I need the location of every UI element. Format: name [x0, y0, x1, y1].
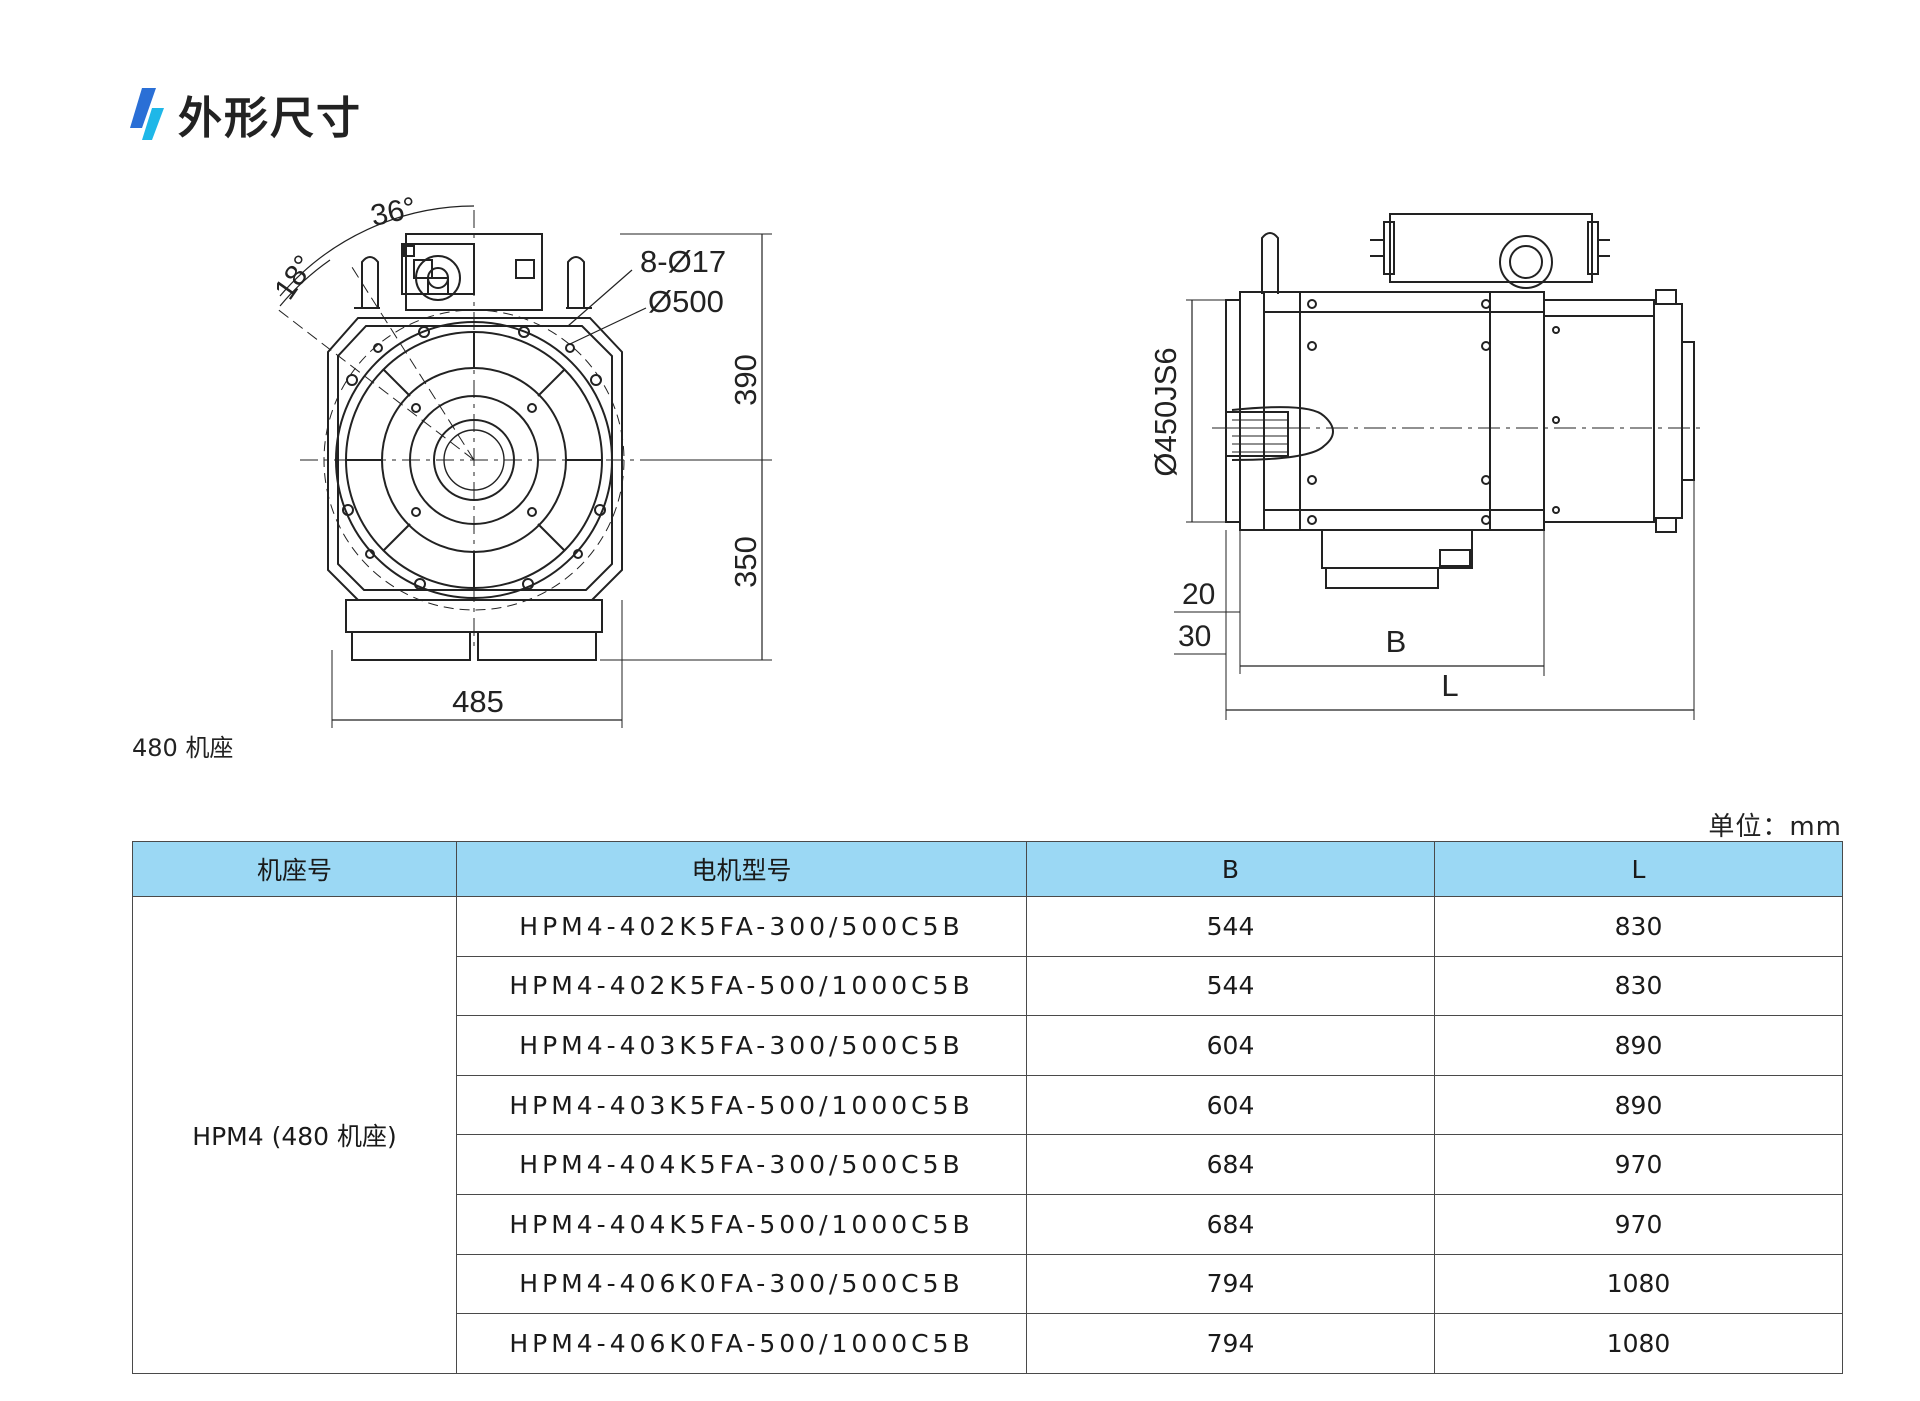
l-cell: 890 — [1434, 1074, 1843, 1136]
pcd-label: Ø500 — [648, 284, 724, 319]
b-cell: 544 — [1026, 896, 1435, 957]
b-cell: 604 — [1026, 1074, 1435, 1136]
table-row: HPM4-406K0FA-500/1000C5B 794 1080 — [133, 1313, 1843, 1374]
height-top-label: 390 — [728, 354, 763, 406]
table-row: HPM4-404K5FA-300/500C5B 684 970 — [133, 1134, 1843, 1195]
b-cell: 684 — [1026, 1193, 1435, 1255]
b-cell: 794 — [1026, 1253, 1435, 1315]
spigot-diameter-label: Ø450JS6 — [1148, 347, 1183, 476]
header-l: L — [1434, 841, 1843, 897]
b-cell: 604 — [1026, 1015, 1435, 1076]
model-cell: HPM4-403K5FA-300/500C5B — [456, 1015, 1027, 1076]
l-cell: 1080 — [1434, 1253, 1843, 1315]
width-label: 485 — [452, 684, 504, 719]
header-model: 电机型号 — [456, 841, 1027, 897]
header-frame: 机座号 — [132, 841, 457, 897]
b-cell: 544 — [1026, 955, 1435, 1017]
model-cell: HPM4-402K5FA-500/1000C5B — [456, 955, 1027, 1017]
frame-cell: HPM4 (480 机座) — [132, 896, 457, 1374]
l-cell: 830 — [1434, 955, 1843, 1017]
model-cell: HPM4-404K5FA-300/500C5B — [456, 1134, 1027, 1195]
model-cell: HPM4-404K5FA-500/1000C5B — [456, 1193, 1027, 1255]
angle-18-label: 18° — [268, 250, 321, 306]
dimension-table: 机座号 电机型号 B L HPM4 (480 机座) HPM4-402K5FA-… — [132, 841, 1843, 1374]
table-header-row: 机座号 电机型号 B L — [132, 841, 1843, 897]
model-cell: HPM4-406K0FA-300/500C5B — [456, 1253, 1027, 1315]
dimension-b-label: B — [1386, 624, 1407, 659]
l-cell: 1080 — [1434, 1313, 1843, 1374]
l-cell: 970 — [1434, 1193, 1843, 1255]
flange-30-label: 30 — [1178, 620, 1211, 653]
side-view-drawing — [1174, 213, 1704, 720]
frame-caption: 480 机座 — [132, 734, 234, 762]
model-cell: HPM4-403K5FA-500/1000C5B — [456, 1074, 1027, 1136]
l-cell: 890 — [1434, 1015, 1843, 1076]
section-title: 外形尺寸 — [178, 93, 362, 144]
l-cell: 970 — [1434, 1134, 1843, 1195]
bolt-holes-label: 8-Ø17 — [640, 244, 726, 279]
table-row: HPM4-403K5FA-500/1000C5B 604 890 — [133, 1074, 1843, 1136]
table-row: HPM4-404K5FA-500/1000C5B 684 970 — [133, 1193, 1843, 1255]
section-header: 外形尺寸 — [128, 82, 362, 146]
b-cell: 794 — [1026, 1313, 1435, 1374]
table-row: HPM4 (480 机座) HPM4-402K5FA-300/500C5B 54… — [132, 896, 1843, 1374]
brand-slash-icon — [130, 88, 164, 140]
unit-note: 单位：mm — [1708, 812, 1842, 842]
dimension-l-label: L — [1441, 668, 1458, 703]
model-cell: HPM4-402K5FA-300/500C5B — [456, 896, 1027, 957]
dimension-drawings: 36° 18° 8-Ø17 Ø500 390 350 485 — [268, 191, 1704, 728]
header-b: B — [1026, 841, 1435, 897]
b-cell: 684 — [1026, 1134, 1435, 1195]
model-cell: HPM4-406K0FA-500/1000C5B — [456, 1313, 1027, 1374]
front-view-drawing — [275, 205, 772, 728]
angle-36-label: 36° — [368, 191, 419, 233]
height-bottom-label: 350 — [728, 536, 763, 588]
l-cell: 830 — [1434, 896, 1843, 957]
flange-20-label: 20 — [1182, 578, 1215, 611]
table-row: HPM4-406K0FA-300/500C5B 794 1080 — [133, 1253, 1843, 1315]
